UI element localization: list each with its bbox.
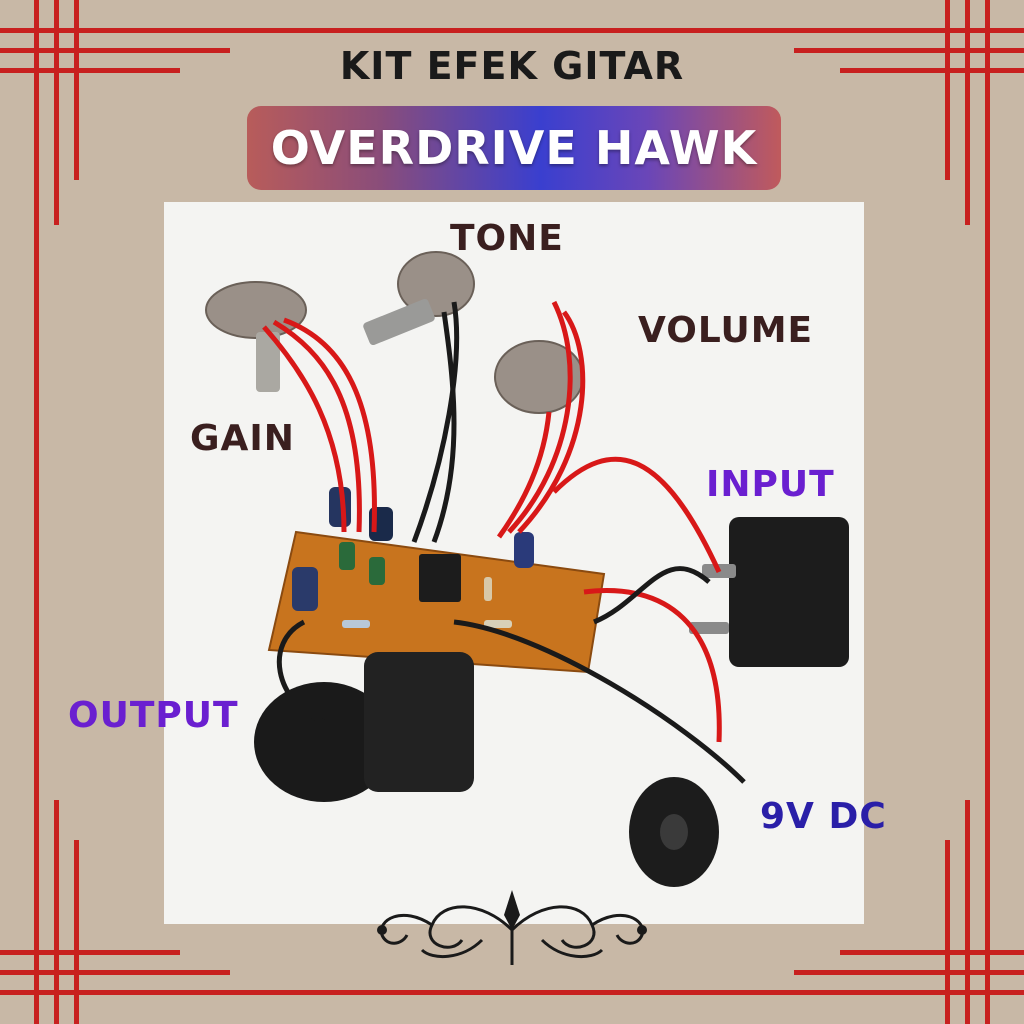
wire	[411, 301, 460, 543]
floral-ornament-icon	[377, 890, 647, 965]
frame-line	[840, 68, 1024, 73]
frame-line	[0, 970, 230, 975]
volume-label: VOLUME	[638, 310, 814, 351]
capacitor	[369, 557, 385, 585]
wire	[283, 317, 377, 533]
wire	[496, 411, 552, 539]
output-jack	[254, 682, 394, 802]
gain-shaft	[256, 332, 280, 392]
output-jack-body	[364, 652, 474, 792]
frame-line	[965, 0, 970, 225]
frame-line	[54, 0, 59, 225]
output-label: OUTPUT	[68, 695, 239, 736]
frame-line	[0, 990, 1024, 995]
wire	[507, 300, 573, 534]
frame-line	[794, 970, 1024, 975]
ic-chip	[419, 554, 461, 602]
wire	[453, 619, 746, 784]
frame-line	[945, 0, 950, 180]
product-photo	[164, 202, 864, 924]
power-label: 9V DC	[760, 796, 887, 837]
wire	[276, 619, 325, 725]
wire	[262, 325, 347, 533]
capacitor	[292, 567, 318, 611]
input-jack-lug	[689, 622, 729, 634]
frame-line	[74, 0, 79, 180]
wire	[593, 566, 711, 625]
product-name: OVERDRIVE HAWK	[270, 121, 758, 175]
gain-label: GAIN	[190, 418, 295, 459]
dc-jack-hole	[660, 814, 688, 850]
resistor	[484, 620, 512, 628]
frame-line	[965, 800, 970, 1024]
frame-line	[74, 840, 79, 1024]
tone-potentiometer	[397, 251, 475, 317]
capacitor	[339, 542, 355, 570]
frame-line	[0, 48, 230, 53]
frame-line	[945, 840, 950, 1024]
gain-potentiometer	[205, 281, 307, 339]
resistor	[342, 620, 370, 628]
wire	[517, 310, 586, 534]
wire	[431, 311, 457, 543]
frame-line	[985, 0, 990, 1024]
wire	[272, 319, 362, 533]
resistor	[484, 577, 492, 601]
circuit-illustration	[205, 251, 849, 887]
frame-line	[0, 950, 180, 955]
frame-line	[34, 0, 39, 1024]
frame-line	[794, 48, 1024, 53]
input-label: INPUT	[706, 464, 835, 505]
input-jack	[729, 517, 849, 667]
product-name-banner: OVERDRIVE HAWK	[247, 106, 781, 190]
tone-label: TONE	[450, 218, 564, 259]
frame-line	[0, 68, 180, 73]
capacitor	[514, 532, 534, 568]
frame-line	[0, 28, 1024, 33]
wire	[583, 588, 722, 743]
frame-line	[840, 950, 1024, 955]
frame-line	[54, 800, 59, 1024]
wire	[552, 456, 722, 574]
tone-shaft	[363, 298, 435, 346]
kit-title: KIT EFEK GITAR	[339, 44, 685, 88]
